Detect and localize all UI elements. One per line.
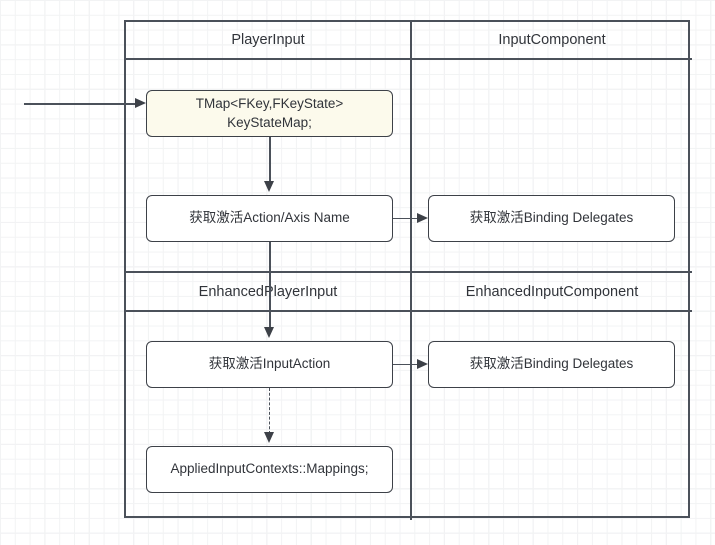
node-get-active-inputaction[interactable]: 获取激活InputAction [146, 341, 393, 388]
node-key-state-map[interactable]: TMap<FKey,FKeyState> KeyStateMap; [146, 90, 393, 137]
connector-actionaxis-to-inputaction-line [269, 242, 271, 329]
node-get-active-action-axis-name[interactable]: 获取激活Action/Axis Name [146, 195, 393, 242]
connector-inputaction-to-bindingdelegates-line [393, 363, 417, 366]
node-key-state-map-line2: KeyStateMap; [227, 114, 312, 130]
node-get-active-binding-delegates-1[interactable]: 获取激活Binding Delegates [428, 195, 675, 242]
connector-external-in-arrowhead [135, 98, 146, 108]
node-get-active-binding-delegates-2[interactable]: 获取激活Binding Delegates [428, 341, 675, 388]
connector-actionaxis-to-bindingdelegates-arrowhead [417, 213, 428, 223]
connector-keystatemap-to-actionaxis-line [269, 137, 271, 183]
connector-actionaxis-to-inputaction-arrowhead [264, 327, 275, 338]
diagram-frame: PlayerInput InputComponent EnhancedPlaye… [124, 20, 692, 520]
section-rule-row2-top [126, 271, 692, 273]
header-rule-row1 [126, 58, 692, 60]
connector-inputaction-to-appliedcontexts-dashed-line [269, 388, 270, 434]
header-input-component: InputComponent [498, 32, 606, 48]
node-key-state-map-line1: TMap<FKey,FKeyState> [195, 96, 344, 112]
connector-keystatemap-to-actionaxis-arrowhead [264, 181, 275, 192]
header-player-input: PlayerInput [231, 32, 305, 48]
header-rule-row2 [126, 310, 692, 312]
connector-actionaxis-to-bindingdelegates-line [393, 217, 417, 220]
node-applied-input-contexts-mappings[interactable]: AppliedInputContexts::Mappings; [146, 446, 393, 493]
header-enhanced-input-component: EnhancedInputComponent [465, 283, 639, 300]
header-enhanced-player-input: EnhancedPlayerInput [198, 283, 338, 300]
connector-external-in-line [24, 103, 137, 105]
connector-inputaction-to-appliedcontexts-arrowhead [264, 432, 275, 443]
connector-inputaction-to-bindingdelegates-arrowhead [417, 359, 428, 369]
